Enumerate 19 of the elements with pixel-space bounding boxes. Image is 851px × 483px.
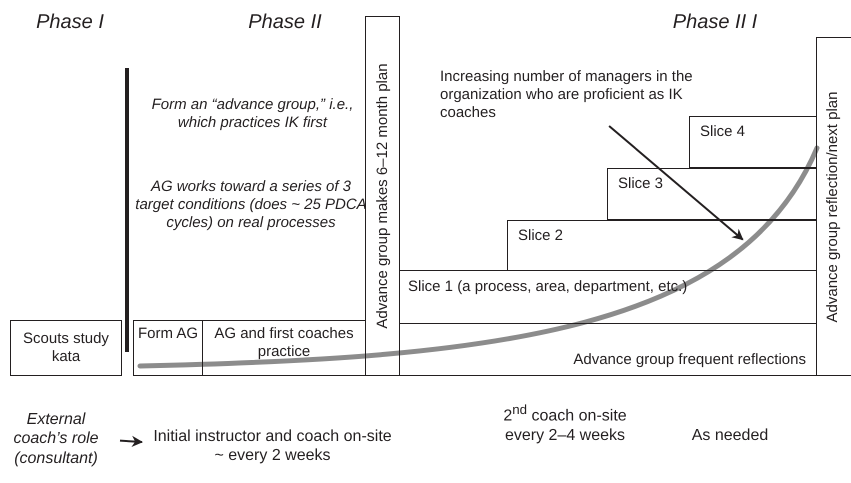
process-box: Slice 4 [689, 116, 817, 168]
process-box: AG and first coaches practice [202, 320, 366, 376]
arrow [120, 436, 143, 447]
note-text: As needed [690, 426, 770, 446]
box-label: Advance group reflection/next plan [824, 91, 842, 322]
vertical-box [816, 37, 851, 376]
annotation-text: External coach’s role (consultant) [4, 396, 108, 482]
note-text: AG works toward a series of 3 target conditions (does ~ 25 PDCA cycles) on real processes [135, 178, 367, 232]
note-text: Form an “advance group,” i.e., which practices IK first [150, 96, 354, 132]
note-text: 2$^{nd}$ coach on-site every 2–4 weeks [502, 402, 628, 445]
process-box: Scouts study kata [10, 320, 122, 376]
phase-heading: Phase II I [672, 10, 758, 34]
vertical-box [365, 16, 400, 376]
phase-heading: Phase II [247, 10, 323, 34]
annotation-text: Initial instructor and coach on-site ~ every 2 weeks [150, 420, 395, 472]
box-label: Advance group makes 6–12 month plan [374, 63, 392, 329]
leader-line [608, 125, 744, 240]
process-box: Form AG [133, 320, 203, 376]
phase-heading: Phase I [35, 10, 105, 34]
